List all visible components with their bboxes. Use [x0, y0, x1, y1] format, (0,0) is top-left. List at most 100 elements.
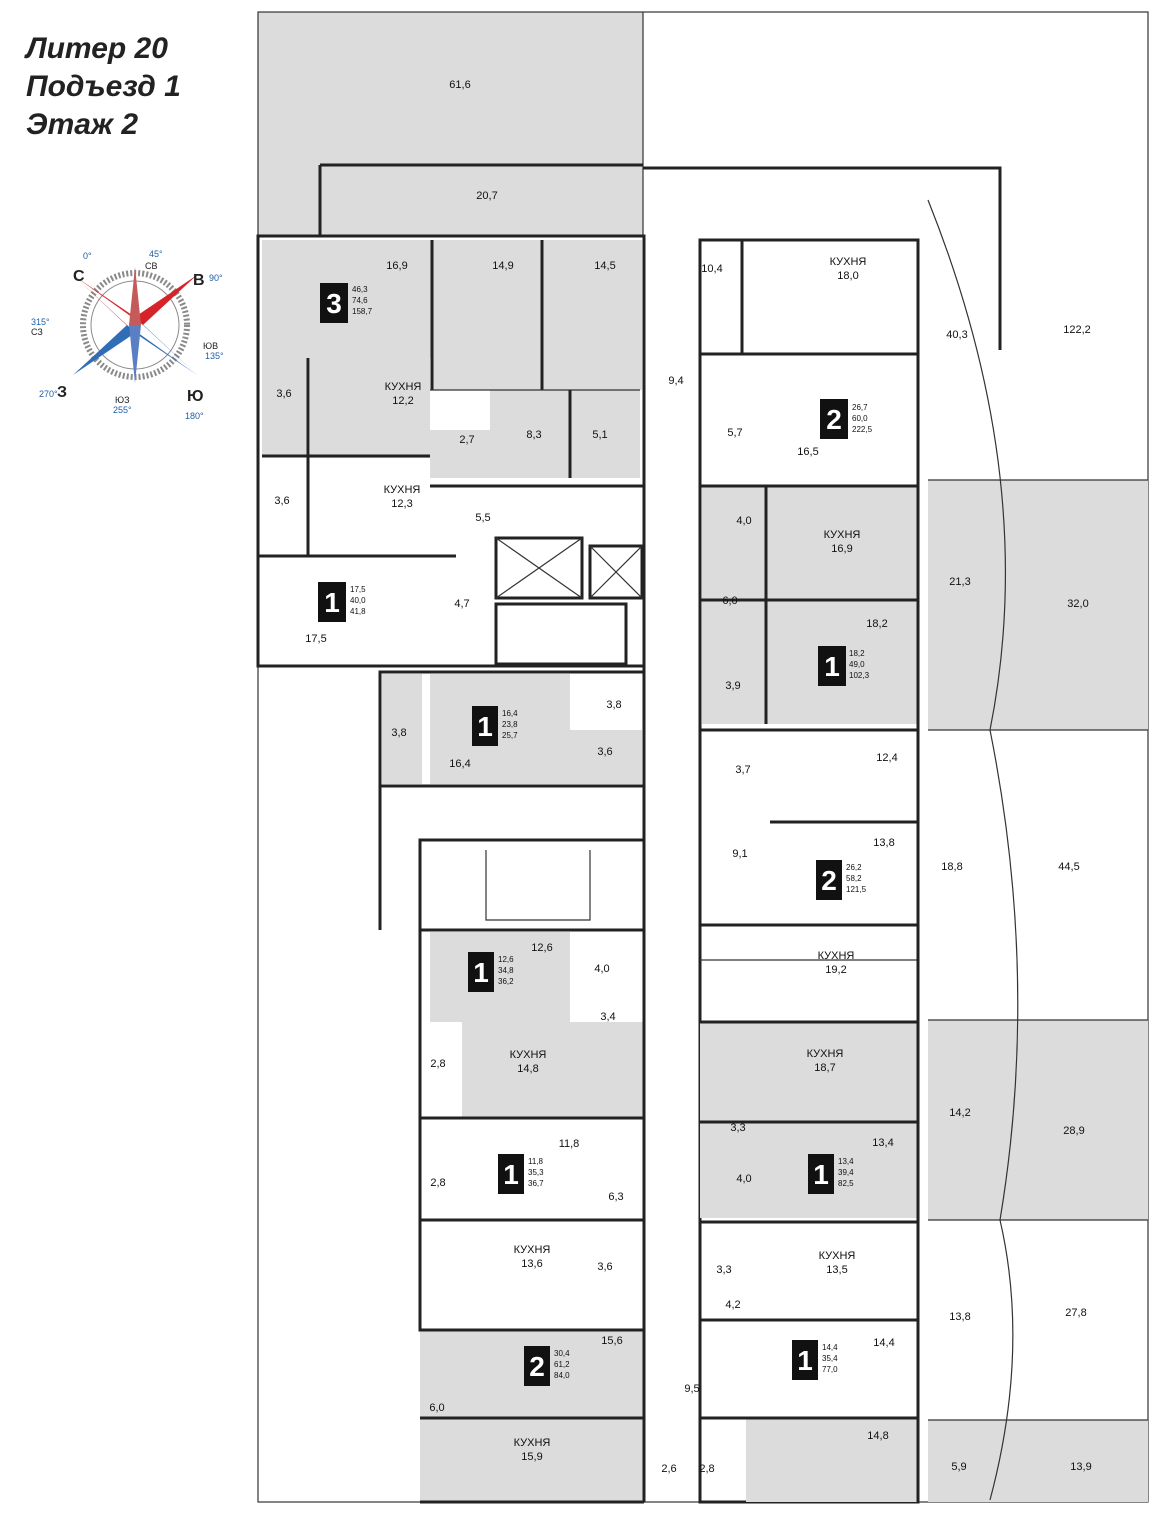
room-area: 11,8	[559, 1138, 580, 1150]
apartment-badge-1room-d[interactable]: 1 12,6 34,8 36,2	[468, 952, 514, 992]
svg-text:17,5: 17,5	[350, 585, 366, 594]
apartment-badge-1room-c[interactable]: 1 16,4 23,8 25,7	[472, 706, 518, 746]
room-area: 4,0	[736, 515, 751, 527]
room-area: 10,4	[701, 263, 722, 275]
terrace-top-right	[643, 12, 1148, 478]
room-area: 3,6	[276, 388, 291, 400]
apartment-badge-1room-g[interactable]: 1 14,4 35,4 77,0	[792, 1340, 838, 1380]
room-area: 4,2	[725, 1299, 740, 1311]
room-area: 3,9	[725, 680, 740, 692]
stairwell	[418, 838, 646, 932]
room-area: 16,9	[831, 543, 852, 555]
apartment-badge-2room-mid[interactable]: 2 26,2 58,2 121,5	[816, 860, 867, 900]
terrace-13-9	[928, 1420, 1148, 1502]
svg-text:61,2: 61,2	[554, 1360, 570, 1369]
balcony-rail-top	[643, 166, 1002, 350]
compass-east: В	[193, 272, 205, 289]
room-area: 12,4	[876, 752, 897, 764]
svg-text:270°: 270°	[39, 389, 58, 399]
room-name: КУХНЯ	[807, 1048, 844, 1060]
svg-text:26,2: 26,2	[846, 863, 862, 872]
svg-text:18,2: 18,2	[849, 649, 865, 658]
room-area: 3,4	[600, 1011, 615, 1023]
svg-text:74,6: 74,6	[352, 296, 368, 305]
svg-text:23,8: 23,8	[502, 720, 518, 729]
svg-text:ЮВ: ЮВ	[203, 341, 218, 351]
room-area: 18,8	[941, 861, 962, 873]
floor-label: Этаж 2	[26, 108, 139, 141]
apartment-badge-1room-b[interactable]: 1 18,2 49,0 102,3	[818, 646, 870, 686]
room-area: 5,1	[592, 429, 607, 441]
room-area: 14,4	[873, 1337, 894, 1349]
svg-text:1: 1	[477, 711, 493, 742]
svg-text:13,4: 13,4	[838, 1157, 854, 1166]
svg-text:82,5: 82,5	[838, 1179, 854, 1188]
room-area: 3,3	[730, 1122, 745, 1134]
svg-text:0°: 0°	[83, 251, 92, 261]
room-area: 15,6	[601, 1335, 622, 1347]
liter-label: Литер 20	[26, 32, 168, 65]
room-area: 8,3	[526, 429, 541, 441]
svg-text:180°: 180°	[185, 411, 204, 421]
svg-text:1: 1	[824, 651, 840, 682]
apartment-badge-2room-low[interactable]: 2 30,4 61,2 84,0	[524, 1346, 570, 1386]
room-area: 3,6	[597, 1261, 612, 1273]
apartment-badge-2room-top[interactable]: 2 26,7 60,0 222,5	[820, 399, 873, 439]
room-name: КУХНЯ	[514, 1244, 551, 1256]
svg-text:ЮЗ: ЮЗ	[115, 395, 130, 405]
svg-text:84,0: 84,0	[554, 1371, 570, 1380]
room-area: 4,0	[736, 1173, 751, 1185]
svg-text:46,3: 46,3	[352, 285, 368, 294]
entrance-label: Подъезд 1	[26, 70, 181, 103]
room-area: 5,5	[475, 512, 490, 524]
svg-text:16,4: 16,4	[502, 709, 518, 718]
svg-text:12,6: 12,6	[498, 955, 514, 964]
svg-text:26,7: 26,7	[852, 403, 868, 412]
apartment-badge-3room[interactable]: 3 46,3 74,6 158,7	[320, 283, 373, 323]
room-area: 40,3	[946, 329, 967, 341]
room-area: 3,8	[606, 699, 621, 711]
svg-text:2: 2	[529, 1351, 545, 1382]
room-area: 13,4	[872, 1137, 893, 1149]
room-area: 3,8	[391, 727, 406, 739]
terrace-28-9	[928, 1020, 1148, 1220]
svg-text:77,0: 77,0	[822, 1365, 838, 1374]
room-area: 21,3	[949, 576, 970, 588]
svg-text:41,8: 41,8	[350, 607, 366, 616]
svg-text:315°: 315°	[31, 317, 50, 327]
room-area: 13,8	[949, 1311, 970, 1323]
room-area: 14,8	[867, 1430, 888, 1442]
svg-text:30,4: 30,4	[554, 1349, 570, 1358]
room-area: 2,8	[430, 1058, 445, 1070]
room-name: КУХНЯ	[819, 1250, 856, 1262]
svg-text:2: 2	[821, 865, 837, 896]
svg-text:40,0: 40,0	[350, 596, 366, 605]
elevator-2	[588, 544, 644, 600]
room-name: КУХНЯ	[514, 1437, 551, 1449]
room-area: 16,5	[797, 446, 818, 458]
room-area: 15,9	[521, 1451, 542, 1463]
room-area: 3,3	[716, 1264, 731, 1276]
svg-text:1: 1	[503, 1159, 519, 1190]
elevator-1	[494, 536, 584, 600]
room-area: 4,7	[454, 598, 469, 610]
room-name: КУХНЯ	[510, 1049, 547, 1061]
room-area: 5,9	[951, 1461, 966, 1473]
room-area: 2,7	[459, 434, 474, 446]
room-area: 4,0	[594, 963, 609, 975]
room-area: 122,2	[1063, 324, 1091, 336]
svg-text:36,2: 36,2	[498, 977, 514, 986]
room-area: 18,2	[866, 618, 887, 630]
room-area: 9,5	[684, 1383, 699, 1395]
room-area: 3,6	[597, 746, 612, 758]
room-area: 32,0	[1067, 598, 1088, 610]
room-area: 28,9	[1063, 1125, 1084, 1137]
room-area: 17,5	[305, 633, 326, 645]
apartment-badge-1room-f[interactable]: 1 13,4 39,4 82,5	[808, 1154, 854, 1194]
compass-north: С	[73, 268, 85, 285]
apartment-badge-1room-e[interactable]: 1 11,8 35,3 36,7	[498, 1154, 544, 1194]
apartment-badge-1room-a[interactable]: 1 17,5 40,0 41,8	[318, 582, 366, 622]
svg-text:49,0: 49,0	[849, 660, 865, 669]
room-area: 5,7	[727, 427, 742, 439]
